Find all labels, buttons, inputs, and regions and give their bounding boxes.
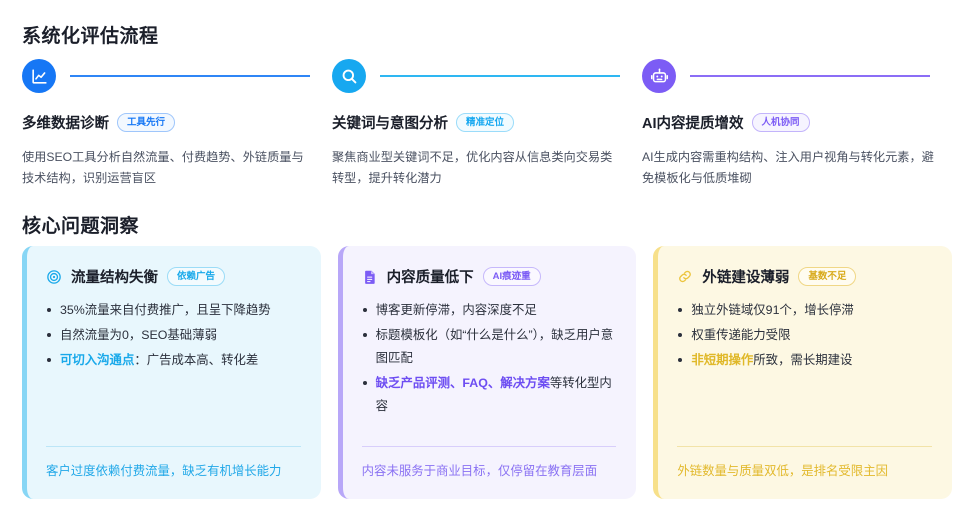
step-3-badge: 人机协同 <box>751 113 810 132</box>
list-item-text: 独立外链域仅91个，增长停滞 <box>691 303 854 317</box>
list-item-text: 权重传递能力受限 <box>691 327 791 342</box>
insight-card-backlinks[interactable]: 外链建设薄弱 基数不足 独立外链域仅91个，增长停滞 权重传递能力受限 非短期操… <box>653 246 953 499</box>
step-3-description: AI生成内容需重构结构、注入用户视角与转化元素，避免模板化与低质堆砌 <box>642 150 934 186</box>
step-1-description: 使用SEO工具分析自然流量、付费趋势、外链质量与技术结构，识别运营盲区 <box>22 150 304 186</box>
document-icon <box>362 269 378 285</box>
step-2-title-row: 关键词与意图分析 精准定位 <box>332 112 624 133</box>
search-icon <box>332 59 366 93</box>
step-3-title-row: AI内容提质增效 人机协同 <box>642 112 934 133</box>
step-2-title: 关键词与意图分析 <box>332 116 448 132</box>
list-item: 35%流量来自付费推广，且呈下降趋势 <box>46 299 301 322</box>
target-icon <box>46 269 62 285</box>
list-item: 独立外链域仅91个，增长停滞 <box>677 299 932 322</box>
list-item: 可切入沟通点：广告成本高、转化差 <box>46 349 301 372</box>
card-3-list: 独立外链域仅91个，增长停滞 权重传递能力受限 非短期操作所致，需长期建设 <box>677 299 932 374</box>
list-item: 自然流量为0，SEO基础薄弱 <box>46 324 301 347</box>
list-item-text: ：广告成本高、转化差 <box>134 352 259 367</box>
step-1-connector-line <box>70 75 310 77</box>
list-item: 标题模板化（如“什么是什么”），缺乏用户意图匹配 <box>362 324 617 370</box>
line-chart-icon <box>22 59 56 93</box>
list-item-highlight: 可切入沟通点 <box>60 352 135 367</box>
card-3-title: 外链建设薄弱 <box>702 270 790 286</box>
page-title-process: 系统化评估流程 <box>22 26 159 47</box>
card-1-title: 流量结构失衡 <box>71 270 158 286</box>
card-3-badge: 基数不足 <box>798 267 857 286</box>
card-2-header: 内容质量低下 AI痕迹重 <box>362 266 617 287</box>
list-item: 非短期操作所致，需长期建设 <box>677 349 932 372</box>
card-2-badge: AI痕迹重 <box>482 267 541 286</box>
robot-icon <box>642 59 676 93</box>
list-item: 权重传递能力受限 <box>677 324 932 347</box>
list-item-text: 标题模板化（如“什么是什么”），缺乏用户意图匹配 <box>375 327 614 365</box>
list-item: 博客更新停滞，内容深度不足 <box>362 299 617 322</box>
list-item-text: 博客更新停滞，内容深度不足 <box>375 303 537 317</box>
link-icon <box>677 269 693 285</box>
list-item: 缺乏产品评测、FAQ、解决方案等转化型内容 <box>362 372 617 418</box>
step-3-connector-line <box>690 75 930 77</box>
card-2-list: 博客更新停滞，内容深度不足 标题模板化（如“什么是什么”），缺乏用户意图匹配 缺… <box>362 299 617 420</box>
list-item-text: 等转化型内容 <box>375 375 612 413</box>
step-3-title: AI内容提质增效 <box>642 116 744 132</box>
list-item-text: 自然流量为0，SEO基础薄弱 <box>60 327 217 342</box>
card-1-footer: 客户过度依赖付费流量，缺乏有机增长能力 <box>46 446 301 483</box>
step-2-connector-line <box>380 75 620 77</box>
card-1-header: 流量结构失衡 依赖广告 <box>46 266 301 287</box>
process-steps-row: 多维数据诊断 工具先行 使用SEO工具分析自然流量、付费趋势、外链质量与技术结构… <box>22 56 952 190</box>
list-item-text: 所致，需长期建设 <box>753 352 853 367</box>
step-2-header <box>332 56 624 96</box>
insight-card-content[interactable]: 内容质量低下 AI痕迹重 博客更新停滞，内容深度不足 标题模板化（如“什么是什么… <box>337 246 637 499</box>
insight-cards-row: 流量结构失衡 依赖广告 35%流量来自付费推广，且呈下降趋势 自然流量为0，SE… <box>22 246 953 499</box>
process-step-3[interactable]: AI内容提质增效 人机协同 AI生成内容需重构结构、注入用户视角与转化元素，避免… <box>642 56 952 190</box>
step-1-badge: 工具先行 <box>117 113 176 132</box>
card-3-header: 外链建设薄弱 基数不足 <box>677 266 932 287</box>
step-3-header <box>642 56 934 96</box>
step-1-title: 多维数据诊断 <box>22 116 109 132</box>
page-title-insight: 核心问题洞察 <box>22 216 140 237</box>
step-1-title-row: 多维数据诊断 工具先行 <box>22 112 314 133</box>
card-1-list: 35%流量来自付费推广，且呈下降趋势 自然流量为0，SEO基础薄弱 可切入沟通点… <box>46 299 301 374</box>
card-2-footer: 内容未服务于商业目标，仅停留在教育层面 <box>361 446 617 483</box>
list-item-text: 35%流量来自付费推广，且呈下降趋势 <box>60 303 271 317</box>
list-item-highlight: 缺乏产品评测、FAQ、解决方案 <box>375 375 550 390</box>
step-2-badge: 精准定位 <box>456 113 515 132</box>
step-2-description: 聚焦商业型关键词不足，优化内容从信息类向交易类转型，提升转化潜力 <box>332 150 613 186</box>
card-1-badge: 依赖广告 <box>167 267 226 286</box>
process-step-2[interactable]: 关键词与意图分析 精准定位 聚焦商业型关键词不足，优化内容从信息类向交易类转型，… <box>332 56 642 190</box>
insight-card-traffic[interactable]: 流量结构失衡 依赖广告 35%流量来自付费推广，且呈下降趋势 自然流量为0，SE… <box>22 246 321 499</box>
card-3-footer: 外链数量与质量双低，是排名受限主因 <box>677 446 933 483</box>
list-item-highlight: 非短期操作 <box>691 352 754 367</box>
step-1-header <box>22 56 314 96</box>
card-2-title: 内容质量低下 <box>386 270 474 286</box>
process-step-1[interactable]: 多维数据诊断 工具先行 使用SEO工具分析自然流量、付费趋势、外链质量与技术结构… <box>22 56 332 190</box>
